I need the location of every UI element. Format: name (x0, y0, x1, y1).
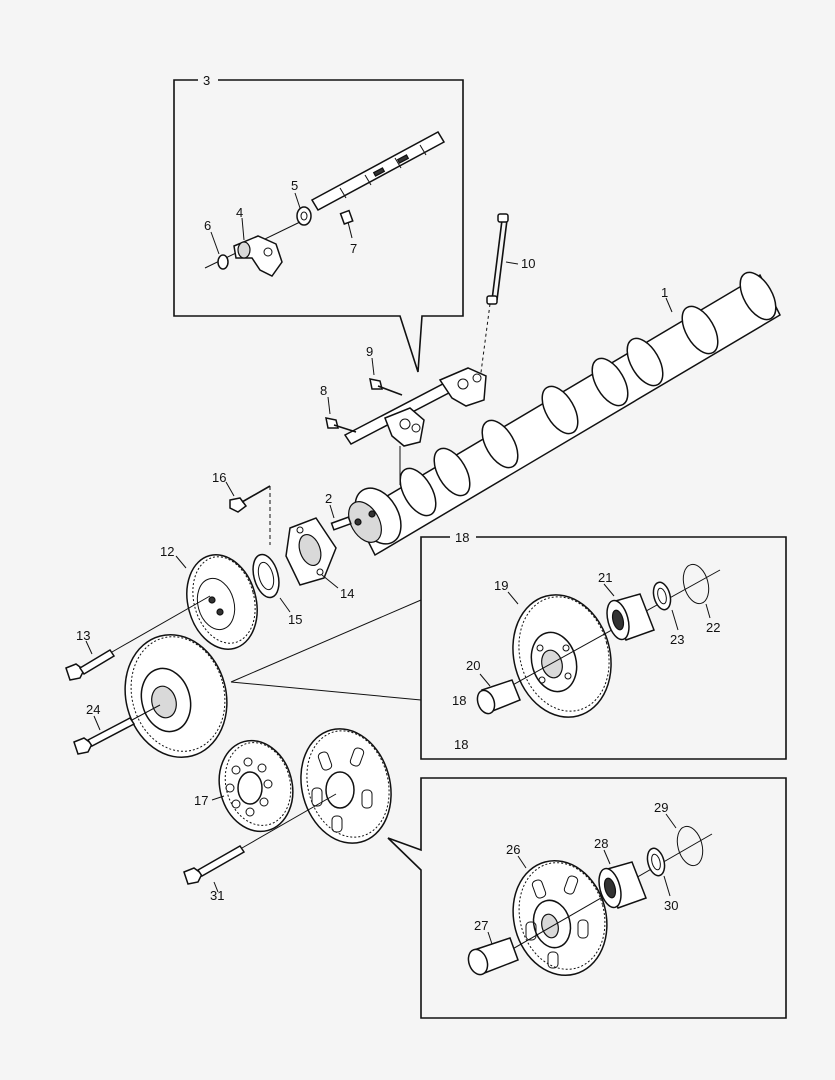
gear-17: 17 (194, 739, 294, 833)
callout-23: 23 (670, 632, 684, 647)
callout-26: 26 (506, 842, 520, 857)
callout-18-box: 18 (455, 530, 469, 545)
detail-box-26: 26 27 28 30 29 (387, 777, 787, 1019)
bushing-27: 27 (467, 918, 519, 976)
bearing-28: 28 (594, 836, 647, 909)
key-2: 2 (325, 491, 352, 531)
callout-19: 19 (494, 578, 508, 593)
callout-14: 14 (340, 586, 354, 601)
callout-3: 3 (203, 73, 210, 88)
callout-15: 15 (288, 612, 302, 627)
bearing-21: 21 (598, 570, 655, 641)
gear-12: 12 (160, 544, 258, 650)
callout-16: 16 (212, 470, 226, 485)
bolt-24: 24 (73, 702, 161, 755)
idler-gear-large (124, 633, 228, 759)
rocker-assembly (343, 367, 487, 485)
callout-9: 9 (366, 344, 373, 359)
ring-23: 23 (652, 581, 684, 647)
callout-20: 20 (466, 658, 480, 673)
callout-4: 4 (236, 205, 243, 220)
snap-ring-22: 22 (682, 563, 720, 635)
thrust-plate-14: 14 (285, 517, 354, 601)
camshaft-1: 1 (348, 271, 781, 557)
callout-27: 27 (474, 918, 488, 933)
gear-26: 26 (506, 842, 608, 977)
callout-31: 31 (210, 888, 224, 903)
bolt-8: 8 (320, 383, 357, 433)
ring-30: 30 (646, 847, 678, 913)
callout-8: 8 (320, 383, 327, 398)
callout-13: 13 (76, 628, 90, 643)
callout-18-bottom: 18 (454, 737, 468, 752)
callout-2: 2 (325, 491, 332, 506)
callout-6: 6 (204, 218, 211, 233)
rocker-shaft (310, 130, 446, 212)
bolt-9: 9 (366, 344, 403, 396)
bolt-16: 16 (212, 470, 271, 545)
callout-5: 5 (291, 178, 298, 193)
callout-28: 28 (594, 836, 608, 851)
gear-19: 19 (494, 578, 612, 718)
detail-box-3: 3 5 4 6 (173, 73, 464, 373)
bolt-31: 31 (183, 793, 337, 903)
snap-ring-29: 29 (654, 800, 704, 867)
callout-29: 29 (654, 800, 668, 815)
idler-gear-26-main (300, 728, 392, 844)
push-rod-10: 10 (479, 213, 535, 381)
detail-box-18: 18 19 20 18 18 21 (230, 530, 787, 760)
callout-30: 30 (664, 898, 678, 913)
callout-24: 24 (86, 702, 100, 717)
callout-21: 21 (598, 570, 612, 585)
callout-17: 17 (194, 793, 208, 808)
callout-10: 10 (521, 256, 535, 271)
callout-18-bushing: 18 (452, 693, 466, 708)
rocker-arm-4 (204, 221, 301, 277)
callout-22: 22 (706, 620, 720, 635)
callout-12: 12 (160, 544, 174, 559)
bushing-20: 20 (466, 658, 521, 715)
callout-7: 7 (350, 241, 357, 256)
plug-7 (339, 209, 354, 225)
callout-1: 1 (661, 285, 668, 300)
bolt-13: 13 (65, 595, 211, 681)
spring-5 (296, 206, 312, 226)
clip-6 (217, 254, 229, 270)
washer-15: 15 (252, 553, 302, 627)
